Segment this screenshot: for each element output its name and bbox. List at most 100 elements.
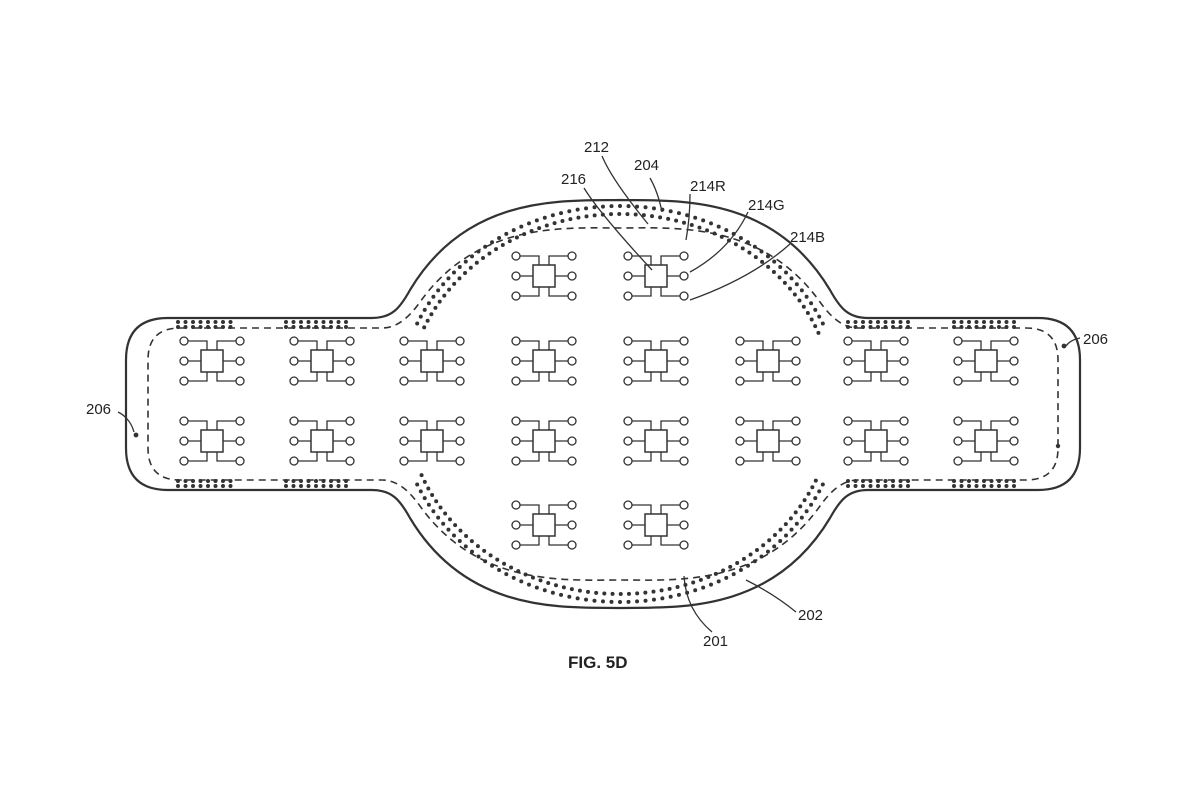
contact-dot — [418, 489, 423, 494]
contact-dot — [883, 479, 888, 483]
contact-dot — [336, 320, 341, 324]
contact-dot — [198, 479, 203, 483]
contact-dot — [713, 571, 718, 576]
contact-dot — [542, 588, 547, 593]
contact-dot — [433, 305, 438, 310]
contact-dot — [689, 223, 694, 228]
inner-dashed-boundary — [147, 227, 1059, 581]
contact-dot — [500, 243, 505, 248]
contact-dot — [789, 276, 794, 281]
contact-dot — [635, 204, 640, 209]
driver-chip — [644, 513, 668, 537]
contact-dot — [470, 254, 475, 259]
contact-dot — [434, 499, 439, 504]
contact-dot — [321, 325, 326, 329]
pixel-unit — [511, 251, 577, 301]
contact-dot — [813, 478, 818, 483]
contact-dot — [853, 320, 858, 324]
led-terminal — [679, 376, 689, 386]
contact-dot — [176, 479, 180, 483]
contact-dot — [778, 539, 783, 544]
led-terminal — [623, 291, 633, 301]
contact-dot — [592, 213, 597, 218]
contact-dot — [291, 479, 296, 483]
led-terminal — [289, 376, 299, 386]
contact-dot — [876, 484, 880, 488]
led-terminal — [679, 540, 689, 550]
contact-dot — [898, 479, 903, 483]
contact-dot — [641, 213, 646, 218]
ref-216: 216 — [561, 171, 586, 188]
right-leads — [436, 420, 456, 462]
contact-dot — [306, 479, 311, 483]
contact-dot — [507, 239, 512, 244]
contact-dot — [846, 479, 850, 483]
contact-dot — [676, 592, 681, 597]
led-terminal — [623, 540, 633, 550]
contact-dot — [228, 320, 233, 324]
contact-dot — [675, 585, 680, 590]
contact-dot — [458, 528, 463, 533]
contact-dot — [724, 228, 729, 233]
contact-dot — [693, 588, 698, 593]
contact-dot — [974, 320, 979, 324]
contact-dot — [221, 325, 225, 329]
contact-dot — [534, 218, 539, 223]
led-terminal — [567, 356, 577, 366]
contact-dot — [497, 235, 502, 240]
driver-chip — [420, 429, 444, 453]
contact-dot — [584, 214, 589, 219]
led-terminal — [843, 456, 853, 466]
contact-dot — [952, 325, 956, 329]
led-terminal — [179, 416, 189, 426]
pixel-unit — [843, 336, 909, 386]
contact-dot — [469, 539, 474, 544]
contact-dot — [1004, 325, 1009, 329]
contact-dot — [967, 484, 971, 488]
contact-dot — [329, 479, 333, 483]
led-terminal — [511, 251, 521, 261]
led-terminal — [399, 356, 409, 366]
led-terminal — [735, 436, 745, 446]
led-terminal — [567, 271, 577, 281]
contact-dot — [709, 221, 714, 226]
contact-dot — [481, 256, 486, 261]
contact-dot — [577, 588, 582, 593]
contact-dot — [906, 320, 910, 324]
contact-dot — [740, 246, 745, 251]
contact-dot — [602, 591, 607, 596]
contact-dot — [753, 255, 758, 260]
led-terminal — [455, 376, 465, 386]
left-leads — [408, 420, 428, 462]
contact-dot — [457, 276, 462, 281]
contact-dot — [809, 301, 814, 306]
contact-dot — [982, 325, 986, 329]
contact-dot — [765, 254, 770, 259]
contact-dot — [681, 220, 686, 225]
contact-dot — [206, 484, 210, 488]
led-terminal — [289, 436, 299, 446]
contact-dot — [959, 484, 964, 488]
left-leads — [962, 420, 982, 462]
contact-dot — [709, 582, 714, 587]
led-terminal — [455, 416, 465, 426]
left-leads — [632, 420, 652, 462]
contact-dot — [221, 320, 225, 324]
led-terminal — [345, 456, 355, 466]
contact-dot — [959, 479, 964, 483]
contact-dot — [784, 533, 789, 538]
contact-dot — [721, 568, 726, 573]
contact-dot — [191, 479, 195, 483]
contact-dot — [191, 484, 195, 488]
ref-212: 212 — [584, 139, 609, 156]
contact-dot — [522, 232, 527, 237]
right-leads — [660, 255, 680, 297]
contact-dot — [443, 511, 448, 516]
contact-dot — [906, 479, 910, 483]
contact-dot — [846, 484, 850, 488]
led-terminal — [623, 376, 633, 386]
contact-dot — [861, 320, 865, 324]
contact-dot — [291, 484, 296, 488]
led-terminal — [679, 416, 689, 426]
contact-dot — [329, 325, 333, 329]
